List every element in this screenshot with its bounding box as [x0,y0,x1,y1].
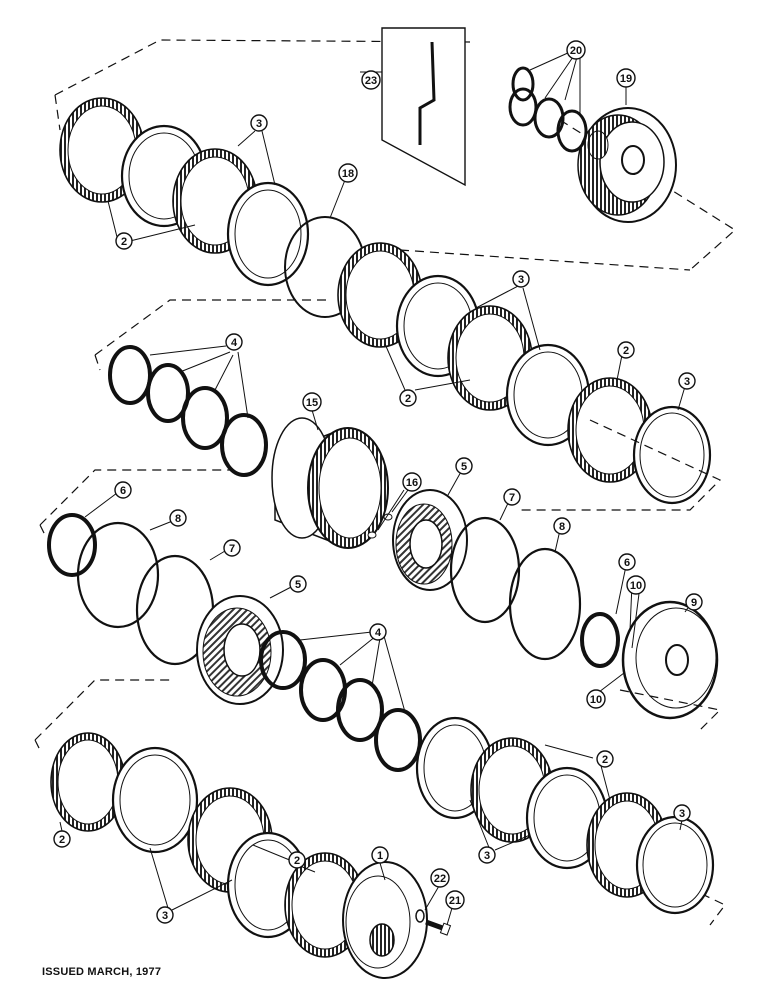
callout-22-label: 22 [434,873,446,885]
callout-6-label: 6 [624,557,630,569]
callout-3-label: 3 [518,274,524,286]
callout-4: 4 [369,623,387,641]
callout-7: 7 [223,539,241,557]
callout-3-label: 3 [684,376,690,388]
clutch-discs-bottom-row [50,716,715,958]
callout-2-label: 2 [602,754,608,766]
callout-8: 8 [169,509,187,527]
callout-6: 6 [618,553,636,571]
callout-21: 21 [445,890,465,910]
callout-4-label: 4 [231,337,238,349]
callout-2-label: 2 [59,834,65,846]
callout-3: 3 [156,906,174,924]
callout-5: 5 [289,575,307,593]
callout-7-label: 7 [509,492,515,504]
part-21-bolt [425,919,452,936]
callout-21-label: 21 [449,895,461,907]
callout-6: 6 [114,481,132,499]
callout-3-label: 3 [679,808,685,820]
callout-20: 20 [566,40,586,60]
callout-10: 10 [586,689,606,709]
callout-10-label: 10 [590,694,602,706]
part-4-rings-lower [259,630,422,772]
callout-10: 10 [626,575,646,595]
callout-9: 9 [685,593,703,611]
callout-16: 16 [402,472,422,492]
part-5-piston-lower [196,595,284,705]
callout-3: 3 [673,804,691,822]
callout-3-label: 3 [484,850,490,862]
callout-5-label: 5 [461,461,467,473]
part-19-hub [577,107,677,223]
callout-4: 4 [225,333,243,351]
callout-2-label: 2 [121,236,127,248]
callout-19: 19 [616,68,636,88]
part-4-rings-upper [108,345,268,477]
part-23-tool [381,27,466,187]
callout-2: 2 [53,830,71,848]
callout-3: 3 [478,846,496,864]
callout-5-label: 5 [295,579,301,591]
callout-4-label: 4 [375,627,382,639]
callout-8: 8 [553,517,571,535]
callout-1-label: 1 [377,850,383,862]
callout-3-label: 3 [256,118,262,130]
callout-3-label: 3 [162,910,168,922]
callout-2: 2 [115,232,133,250]
callout-2: 2 [288,851,306,869]
part-20-rings [508,66,588,153]
callout-2-label: 2 [623,345,629,357]
callout-22: 22 [430,868,450,888]
callout-19-label: 19 [620,73,632,85]
seals-upper [449,516,620,668]
callout-15: 15 [302,392,322,412]
callout-9-label: 9 [691,597,697,609]
callout-16-label: 16 [406,477,418,489]
callout-6-label: 6 [120,485,126,497]
callout-1: 1 [371,846,389,864]
callout-2: 2 [596,750,614,768]
callout-10-label: 10 [630,580,642,592]
callout-7-label: 7 [229,543,235,555]
seals-lower [47,513,215,666]
part-1-hub [342,861,428,979]
callout-2: 2 [617,341,635,359]
callout-20-label: 20 [570,45,582,57]
callout-2: 2 [399,389,417,407]
callout-3: 3 [250,114,268,132]
callout-8-label: 8 [175,513,181,525]
clutch-discs-top-row [59,97,712,505]
callout-8-label: 8 [559,521,565,533]
group-outline-second [94,299,722,511]
callout-7: 7 [503,488,521,506]
part-15-drum [271,417,389,549]
part-5-piston-upper [392,489,468,591]
callout-2-label: 2 [294,855,300,867]
callout-5: 5 [455,457,473,475]
issued-date-label: ISSUED MARCH, 1977 [42,966,162,978]
part-22-washer [415,909,425,923]
group-outline-third [39,469,722,731]
callout-18: 18 [338,163,358,183]
part-9-plate [621,600,719,720]
callout-23-label: 23 [365,75,377,87]
callout-2-label: 2 [405,393,411,405]
callout-3: 3 [678,372,696,390]
callout-23: 23 [361,70,381,90]
callout-18-label: 18 [342,168,354,180]
callout-3: 3 [512,270,530,288]
callout-15-label: 15 [306,397,318,409]
